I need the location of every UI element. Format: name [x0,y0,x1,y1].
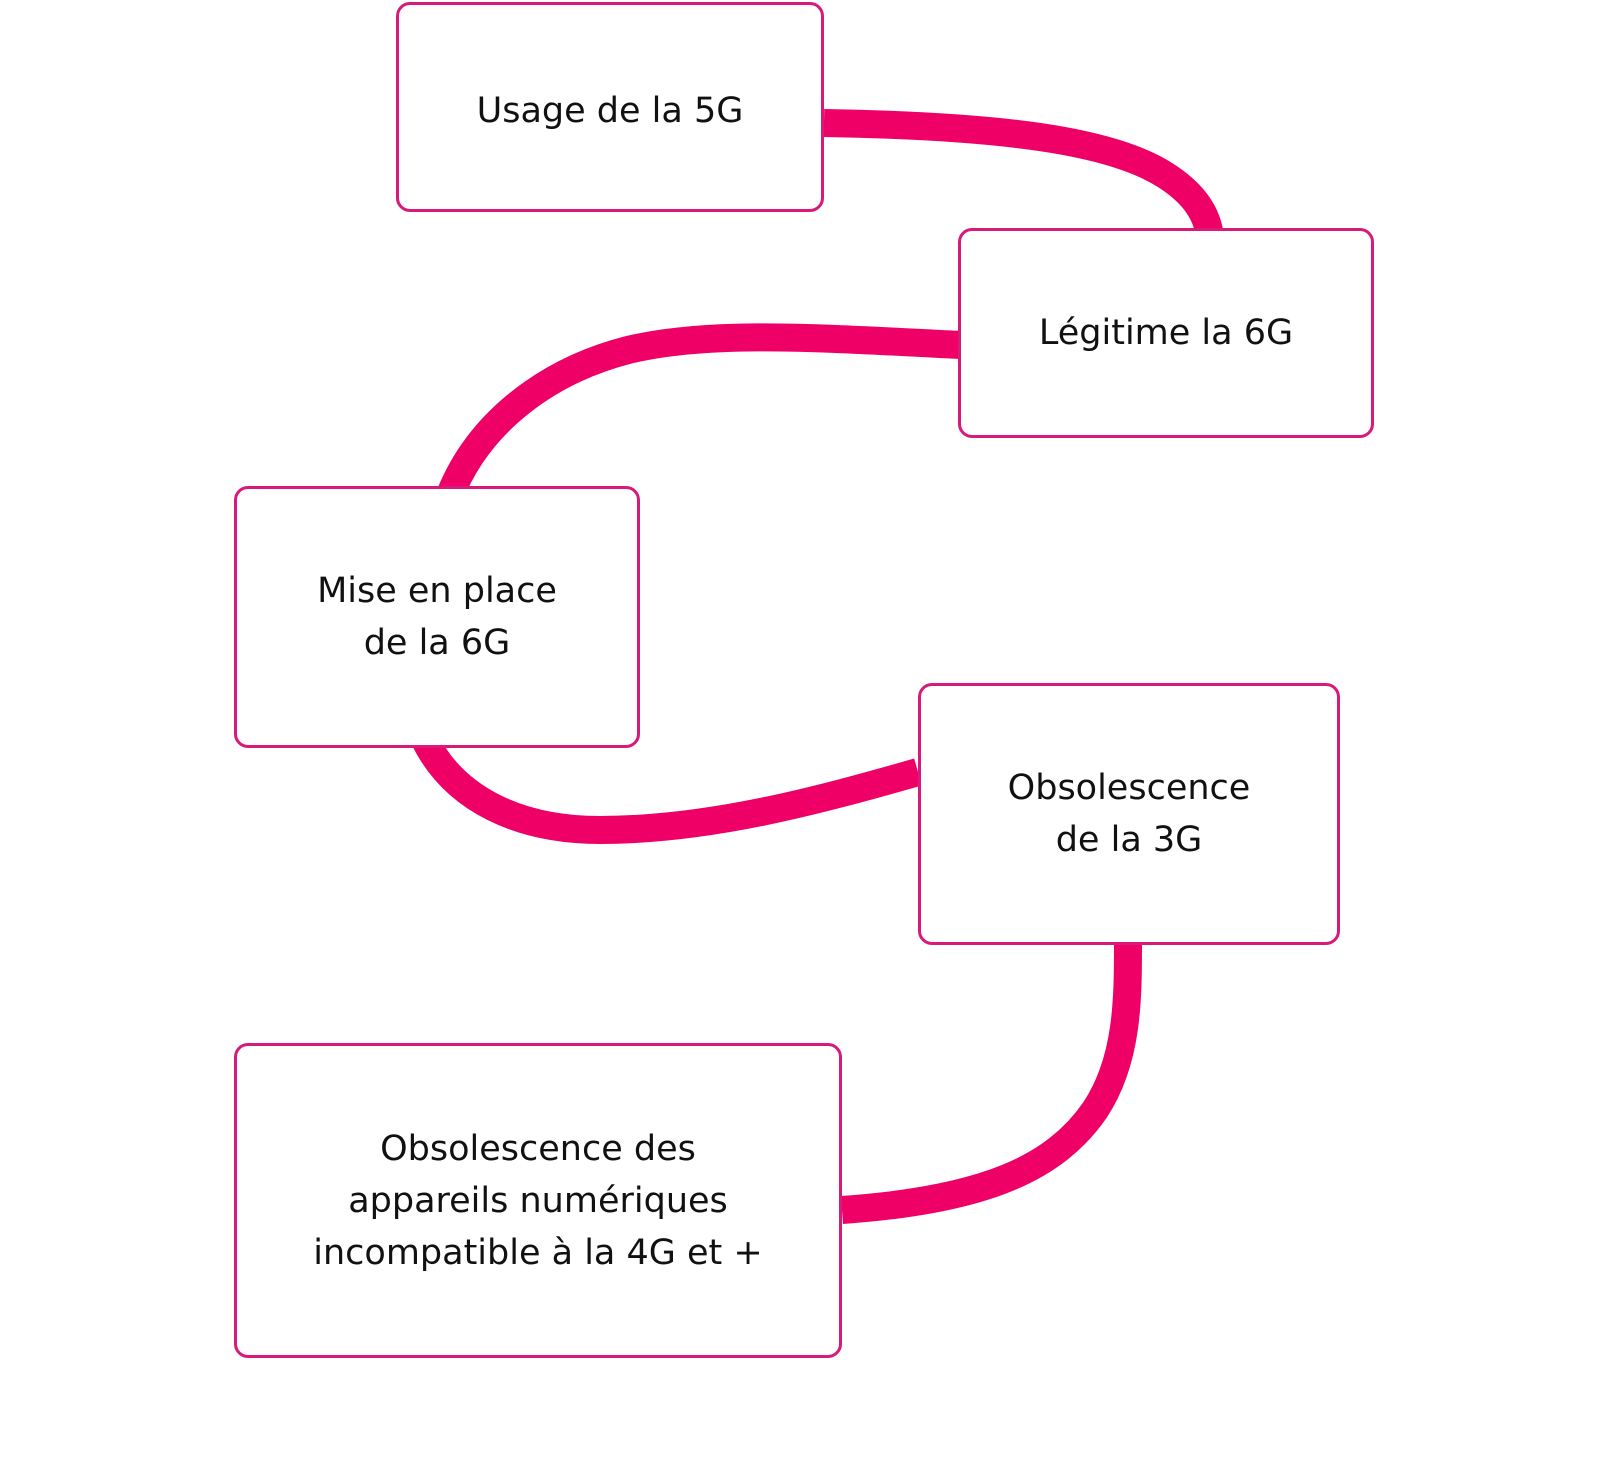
connector-obsolescence3g-to-obsolescenceappareils [841,939,1142,1224]
connector-legitime6g-to-miseenplace6g [437,323,961,501]
node-obsolescence-3g: Obsolescence de la 3G [918,683,1340,945]
node-label-obsolescence-appareils: Obsolescence des appareils numériques in… [313,1128,763,1273]
node-obsolescence-appareils: Obsolescence des appareils numériques in… [234,1043,842,1358]
node-label-legitime-6g: Légitime la 6G [1038,313,1294,353]
node-legitime-6g: Légitime la 6G [958,228,1374,438]
node-usage-5g: Usage de la 5G [396,2,824,212]
node-label-mise-en-place-6g: Mise en place de la 6G [317,571,557,663]
node-label-usage-5g: Usage de la 5G [476,91,744,131]
connector-usage5g-to-legitime6g [823,109,1224,240]
node-label-obsolescence-3g: Obsolescence de la 3G [1007,768,1251,860]
connector-miseenplace6g-to-obsolescence3g [412,733,922,845]
node-mise-en-place-6g: Mise en place de la 6G [234,486,640,748]
